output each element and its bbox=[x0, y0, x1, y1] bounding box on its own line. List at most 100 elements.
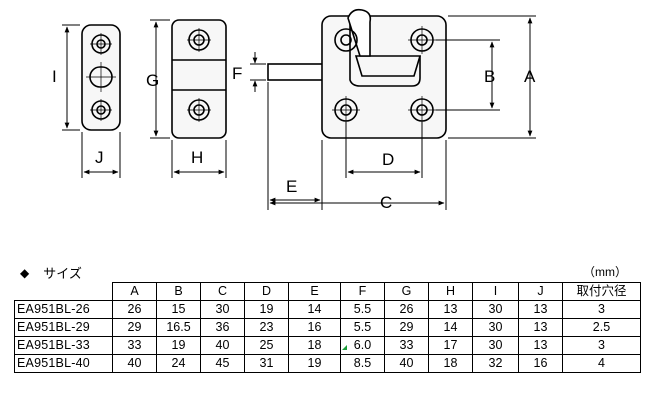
value-cell: 5.5 bbox=[340, 318, 385, 337]
value-cell: 14 bbox=[428, 318, 473, 337]
column-header: G bbox=[384, 282, 429, 301]
slot-hole-icon bbox=[86, 62, 116, 92]
value-cell: 33 bbox=[384, 336, 429, 355]
value-cell: 40 bbox=[200, 336, 245, 355]
mount-hole-icon bbox=[90, 33, 112, 55]
value-cell: 36 bbox=[200, 318, 245, 337]
value-cell: 26 bbox=[112, 300, 157, 319]
value-cell: 19 bbox=[156, 336, 201, 355]
value-cell: 13 bbox=[518, 318, 563, 337]
column-header: B bbox=[156, 282, 201, 301]
dimension-G bbox=[150, 19, 170, 139]
table-row: EA951BL-29 29 16.5 36 23 16 5.5 29 14 30… bbox=[14, 318, 641, 337]
dimension-E bbox=[267, 82, 323, 210]
table-header-row: A B C D E F G H I J 取付穴径 bbox=[14, 282, 641, 301]
table-row: EA951BL-33 33 19 40 25 18 6.0 33 17 30 1… bbox=[14, 336, 641, 355]
value-cell: 18 bbox=[428, 354, 473, 373]
dimension-H bbox=[171, 140, 227, 178]
dimension-C bbox=[269, 140, 447, 210]
value-cell: 6.0 bbox=[340, 336, 385, 355]
value-cell: 33 bbox=[112, 336, 157, 355]
size-spec-table: A B C D E F G H I J 取付穴径 EA951BL-26 26 1… bbox=[14, 282, 641, 373]
dim-label-G: G bbox=[146, 71, 159, 90]
model-cell: EA951BL-40 bbox=[14, 354, 113, 373]
dim-label-D: D bbox=[382, 150, 394, 169]
dim-label-A: A bbox=[524, 67, 536, 86]
model-cell: EA951BL-33 bbox=[14, 336, 113, 355]
unit-label: （mm） bbox=[583, 265, 627, 279]
value-cell: 18 bbox=[288, 336, 341, 355]
column-header: E bbox=[288, 282, 341, 301]
model-cell: EA951BL-29 bbox=[14, 318, 113, 337]
column-header: F bbox=[340, 282, 385, 301]
column-header: H bbox=[428, 282, 473, 301]
value-cell: 30 bbox=[472, 318, 519, 337]
value-cell: 17 bbox=[428, 336, 473, 355]
dim-label-C: C bbox=[380, 193, 392, 212]
column-header: A bbox=[112, 282, 157, 301]
model-cell: EA951BL-26 bbox=[14, 300, 113, 319]
column-header: J bbox=[518, 282, 563, 301]
value-cell: 16.5 bbox=[156, 318, 201, 337]
dim-label-F: F bbox=[232, 64, 242, 83]
mount-hole-icon bbox=[408, 26, 436, 54]
value-cell: 32 bbox=[472, 354, 519, 373]
table-row: EA951BL-40 40 24 45 31 19 8.5 40 18 32 1… bbox=[14, 354, 641, 373]
column-header: I bbox=[472, 282, 519, 301]
mount-hole-icon bbox=[332, 96, 360, 124]
value-cell: 5.5 bbox=[340, 300, 385, 319]
dim-label-H: H bbox=[191, 148, 203, 167]
dimension-F bbox=[250, 52, 266, 92]
table-row: EA951BL-26 26 15 30 19 14 5.5 26 13 30 1… bbox=[14, 300, 641, 319]
value-cell: 3 bbox=[562, 300, 641, 319]
value-cell: 15 bbox=[156, 300, 201, 319]
value-cell: 40 bbox=[384, 354, 429, 373]
technical-drawing: I J G H bbox=[52, 8, 536, 212]
side-plate-view bbox=[81, 24, 121, 131]
dimension-D bbox=[345, 122, 423, 178]
dimension-B bbox=[436, 39, 500, 111]
value-cell: 29 bbox=[112, 318, 157, 337]
value-cell: 23 bbox=[244, 318, 289, 337]
value-cell: 13 bbox=[518, 336, 563, 355]
cell-marker-icon bbox=[342, 345, 347, 350]
value-cell: 8.5 bbox=[340, 354, 385, 373]
section-title-text: サイズ bbox=[43, 266, 82, 281]
latch-front-view bbox=[267, 8, 447, 139]
value-cell: 14 bbox=[288, 300, 341, 319]
dimension-I bbox=[62, 24, 80, 131]
column-header: D bbox=[244, 282, 289, 301]
value-cell: 13 bbox=[428, 300, 473, 319]
diamond-bullet-icon: ◆ bbox=[20, 265, 30, 280]
mount-hole-icon bbox=[90, 99, 112, 121]
column-header: 取付穴径 bbox=[562, 282, 641, 301]
end-plate-view bbox=[171, 19, 227, 139]
base-plate-outline bbox=[321, 15, 447, 139]
value-cell: 29 bbox=[384, 318, 429, 337]
dim-label-E: E bbox=[286, 177, 297, 196]
dim-label-B: B bbox=[484, 67, 495, 86]
dimension-A bbox=[448, 15, 536, 139]
value-cell: 4 bbox=[562, 354, 641, 373]
section-title: ◆ サイズ bbox=[20, 263, 82, 282]
knob bbox=[347, 8, 372, 57]
value-cell: 30 bbox=[472, 300, 519, 319]
value-cell: 26 bbox=[384, 300, 429, 319]
value-cell: 19 bbox=[288, 354, 341, 373]
value-cell: 40 bbox=[112, 354, 157, 373]
dim-label-I: I bbox=[52, 67, 57, 86]
value-cell: 45 bbox=[200, 354, 245, 373]
mount-hole-icon bbox=[334, 28, 358, 52]
value-cell: 16 bbox=[288, 318, 341, 337]
value-cell: 16 bbox=[518, 354, 563, 373]
dimension-J bbox=[81, 132, 121, 178]
value-cell: 19 bbox=[244, 300, 289, 319]
mount-hole-icon bbox=[187, 28, 211, 52]
value-cell: 30 bbox=[200, 300, 245, 319]
value-cell: 25 bbox=[244, 336, 289, 355]
column-header: C bbox=[200, 282, 245, 301]
value-cell: 30 bbox=[472, 336, 519, 355]
value-cell: 31 bbox=[244, 354, 289, 373]
corner-cell bbox=[14, 282, 113, 301]
mount-hole-icon bbox=[408, 96, 436, 124]
